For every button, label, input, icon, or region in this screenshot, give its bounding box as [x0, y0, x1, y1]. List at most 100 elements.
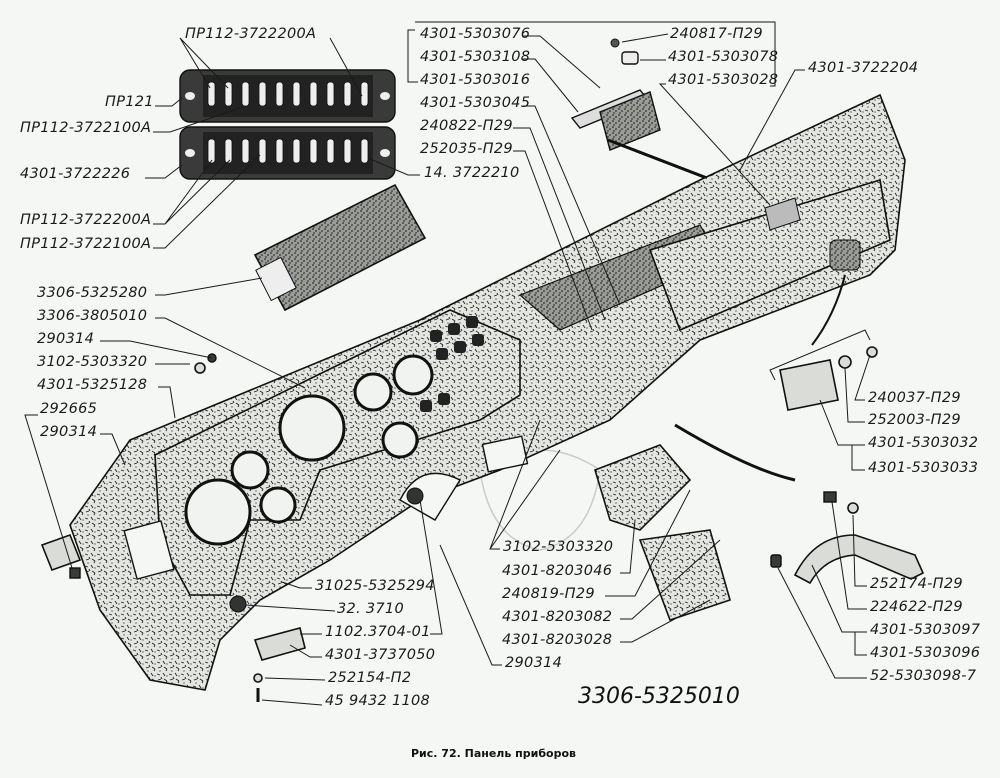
- label-52-5303098-7: 52-5303098-7: [870, 668, 977, 684]
- label-252003-p29: 252003-П29: [868, 412, 961, 428]
- label-290314-a: 290314: [37, 331, 94, 347]
- fuse-block-upper: [179, 69, 396, 123]
- leader-line: [300, 499, 443, 635]
- leader-line: [179, 37, 363, 97]
- leader-line: [155, 317, 306, 389]
- label-pr112-3722200a-bot: ПР112-3722200А: [20, 212, 151, 228]
- label-pr112-3722200a-top: ПР112-3722200А: [185, 26, 316, 42]
- label-32-3710: 32. 3710: [337, 601, 404, 617]
- small-gauge-4: [259, 486, 297, 524]
- figure-caption: Рис. 72. Панель приборов: [411, 747, 576, 760]
- label-290314-b: 290314: [40, 424, 97, 440]
- leader-line: [100, 433, 126, 466]
- label-4301-5303096: 4301-5303096: [870, 645, 980, 661]
- leader-line: [439, 544, 502, 666]
- leader-line: [523, 58, 579, 113]
- clock-gauge: [392, 354, 434, 396]
- label-252174-p29: 252174-П29: [870, 576, 963, 592]
- assembly-number: 3306-5325010: [578, 684, 740, 709]
- leader-line: [513, 150, 593, 331]
- label-4301-5303032: 4301-5303032: [868, 435, 978, 451]
- label-4301-5303016: 4301-5303016: [420, 72, 530, 88]
- label-292665: 292665: [40, 401, 97, 417]
- label-4301-5303076: 4301-5303076: [420, 26, 530, 42]
- label-4301-5303028: 4301-5303028: [668, 72, 778, 88]
- leader-line: [24, 414, 73, 569]
- label-4301-3722204: 4301-3722204: [808, 60, 918, 76]
- leader-line: [489, 419, 561, 550]
- speedometer-gauge: [278, 394, 346, 462]
- label-31025-5325294: 31025-5325294: [315, 578, 435, 594]
- leader-line: [523, 105, 621, 306]
- leader-line: [811, 564, 867, 656]
- label-4301-8203082: 4301-8203082: [502, 609, 612, 625]
- label-1102-3704-01: 1102.3704-01: [325, 624, 431, 640]
- leader-line: [523, 35, 601, 89]
- label-4301-8203028: 4301-8203028: [502, 632, 612, 648]
- label-45-9432-1108: 45 9432 1108: [325, 693, 430, 709]
- leader-line: [513, 127, 606, 321]
- label-pr121: ПР121: [105, 94, 154, 110]
- label-pr112-3722100a-top: ПР112-3722100А: [20, 120, 151, 136]
- leader-line: [620, 599, 711, 643]
- label-4301-8203046: 4301-8203046: [502, 563, 612, 579]
- label-3306-3805010: 3306-3805010: [37, 308, 147, 324]
- leader-line: [844, 367, 865, 423]
- leader-line: [620, 519, 636, 574]
- leader-line: [819, 399, 865, 471]
- leader-line: [153, 107, 241, 133]
- fuse-block-lower: [179, 126, 396, 180]
- leader-line: [264, 677, 326, 681]
- bracket-line: [415, 21, 776, 87]
- leader-line: [155, 277, 263, 296]
- leader-line: [153, 159, 231, 225]
- leader-line: [621, 33, 669, 43]
- leader-line: [854, 354, 871, 401]
- glovebox-lock: [570, 38, 661, 151]
- label-3102-5303320-a: 3102-5303320: [37, 354, 147, 370]
- label-224622-p29: 224622-П29: [870, 599, 963, 615]
- small-gauge-3: [230, 450, 270, 490]
- small-gauge-2: [381, 421, 419, 459]
- label-3306-5325280: 3306-5325280: [37, 285, 147, 301]
- leader-line: [852, 514, 867, 587]
- bracket-line: [407, 29, 418, 83]
- label-4301-3722226: 4301-3722226: [20, 166, 130, 182]
- bracket-line: [769, 329, 871, 381]
- label-240819-p29: 240819-П29: [502, 586, 595, 602]
- fuse-box-cover: [253, 183, 427, 312]
- label-252035-p29: 252035-П29: [420, 141, 513, 157]
- leader-line: [658, 83, 771, 206]
- leader-line: [620, 539, 721, 620]
- label-290314-c: 290314: [505, 655, 562, 671]
- leader-line: [155, 97, 183, 107]
- label-240817-p29: 240817-П29: [670, 26, 763, 42]
- leader-line: [261, 699, 323, 706]
- tachometer-gauge: [184, 478, 252, 546]
- label-240037-p29: 240037-П29: [868, 390, 961, 406]
- leader-line: [158, 386, 176, 419]
- label-252154-p2: 252154-П2: [328, 670, 411, 686]
- leader-line: [289, 644, 322, 658]
- leader-line: [367, 157, 420, 176]
- leader-line: [777, 567, 867, 679]
- label-4301-5303108: 4301-5303108: [420, 49, 530, 65]
- label-4301-5303078: 4301-5303078: [668, 49, 778, 65]
- instrument-gauges: [184, 316, 484, 613]
- leader-line: [100, 340, 213, 359]
- label-14-3722210: 14. 3722210: [424, 165, 520, 181]
- label-4301-5303097: 4301-5303097: [870, 622, 981, 638]
- label-4301-5303033: 4301-5303033: [868, 460, 978, 476]
- dashboard-body: [69, 93, 906, 691]
- leader-line: [831, 501, 867, 610]
- leader-line: [244, 604, 336, 612]
- leader-line: [605, 489, 691, 597]
- label-4301-5325128: 4301-5325128: [37, 377, 147, 393]
- leader-line: [281, 581, 312, 589]
- leader-line: [145, 164, 183, 179]
- leader-line: [153, 154, 261, 249]
- label-pr112-3722100a-bot: ПР112-3722100А: [20, 236, 151, 252]
- label-3102-5303320-b: 3102-5303320: [503, 539, 613, 555]
- label-240822-p29: 240822-П29: [420, 118, 513, 134]
